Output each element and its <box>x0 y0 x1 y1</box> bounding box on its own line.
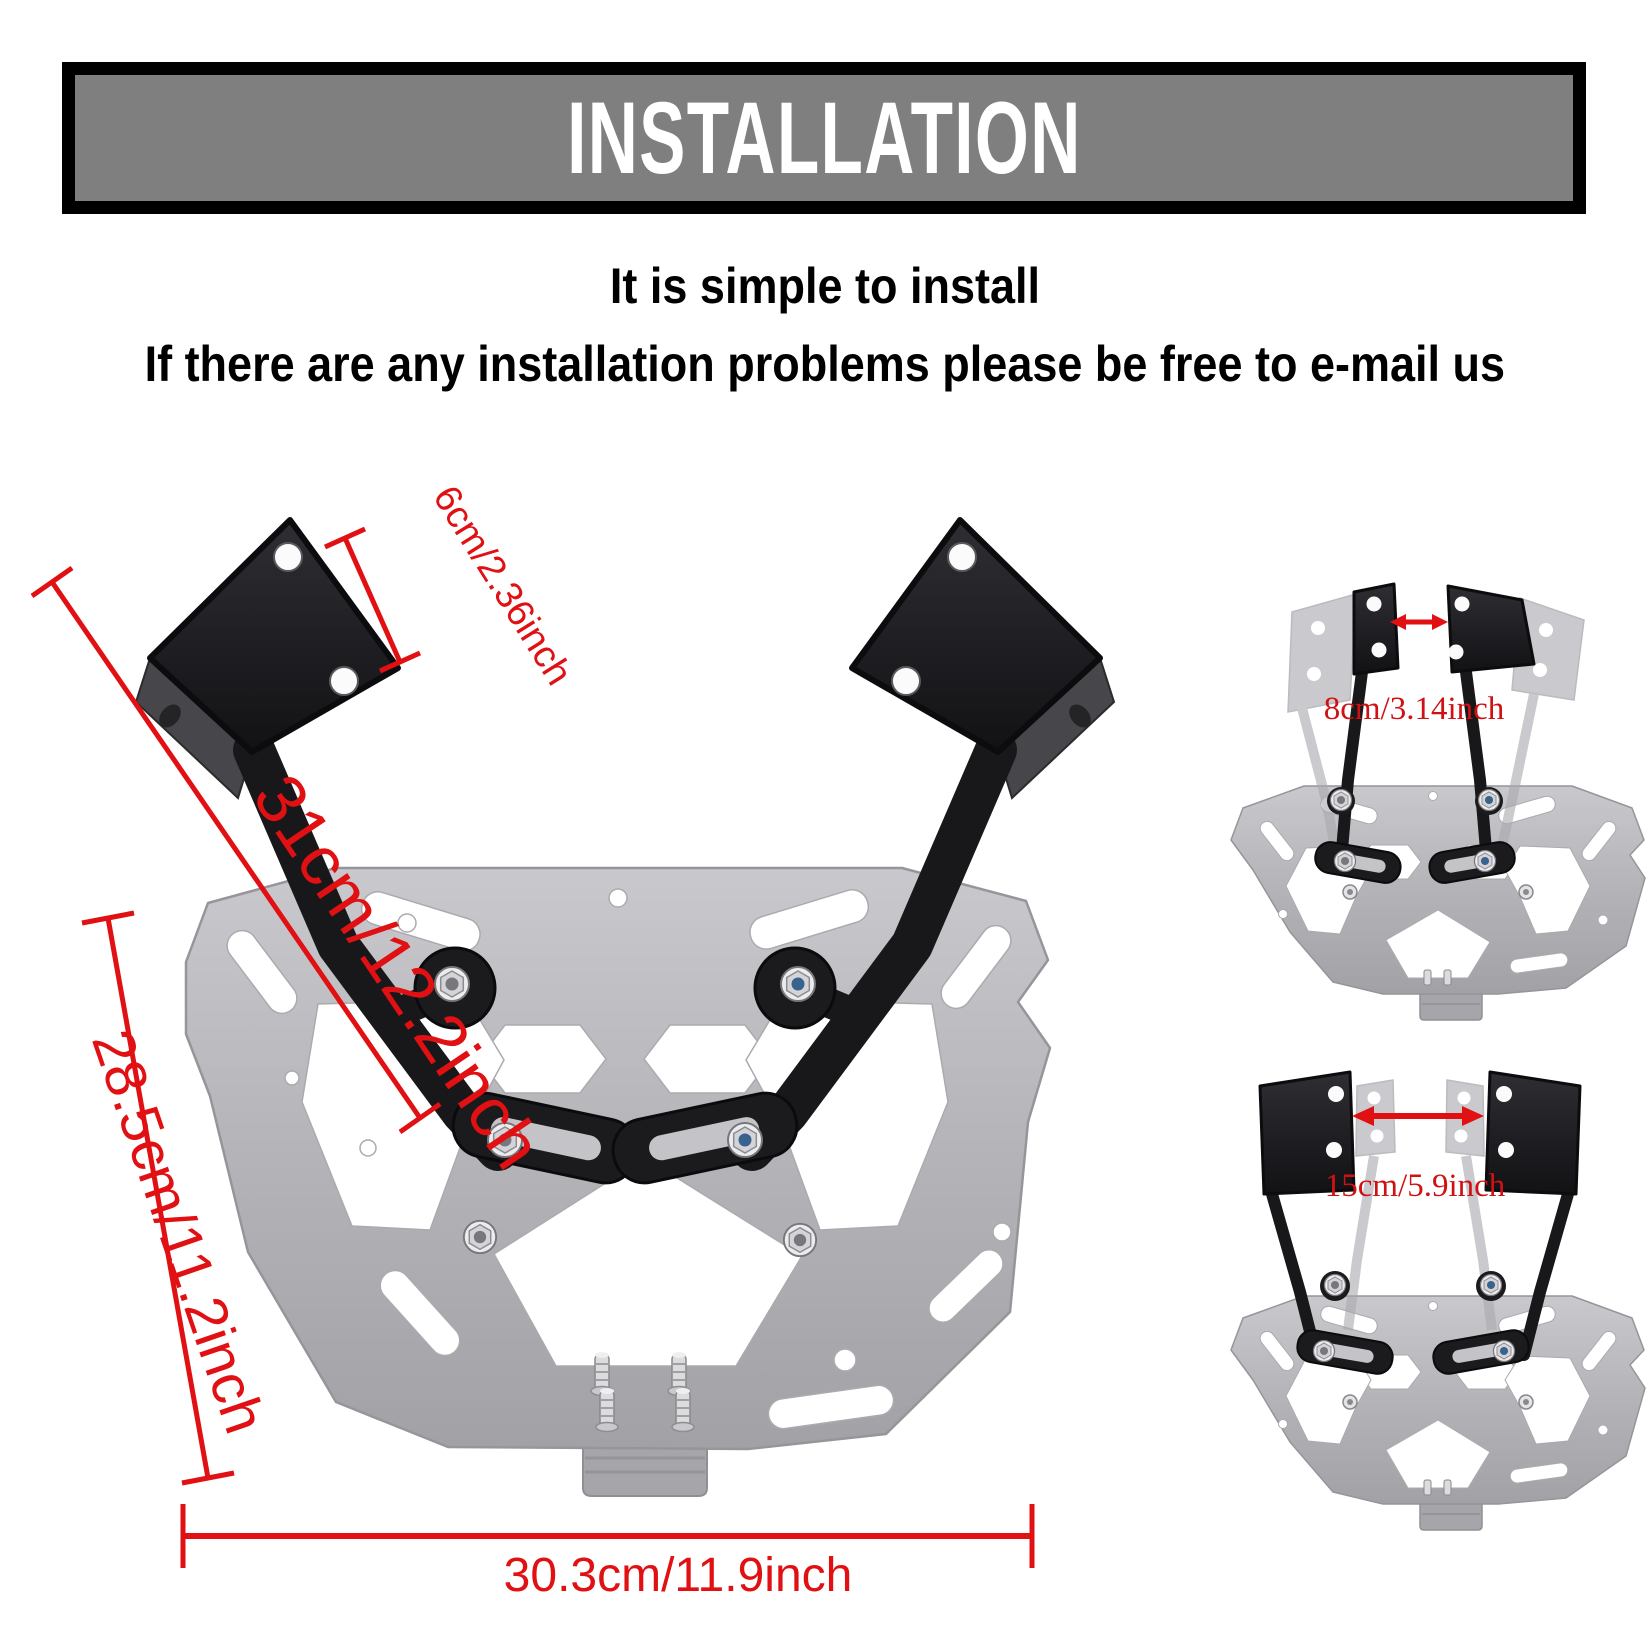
banner: INSTALLATION <box>62 62 1586 214</box>
variant-diagram-wide: 15cm/5.9inch <box>1230 1070 1646 1531</box>
bolt-hole <box>891 666 921 696</box>
left-mounting-bracket <box>134 517 639 1185</box>
hex-bolt <box>727 1122 763 1158</box>
mounting-stud <box>595 1387 619 1433</box>
rack-cutouts <box>226 888 1012 1430</box>
page-title: INSTALLATION <box>566 81 1082 195</box>
left-bracket-plate <box>147 517 401 755</box>
spacing-arrow-wide <box>1352 1106 1484 1126</box>
variant-rack <box>1230 1295 1646 1531</box>
dimension-lines <box>30 526 1035 1568</box>
rack-nut <box>462 1219 498 1255</box>
dimension-line-depth <box>105 917 211 1479</box>
variant-diagram-narrow: 8cm/3.14inch <box>1230 582 1646 1021</box>
rack-nut <box>782 1222 818 1258</box>
black-brackets-wide <box>1258 1070 1582 1375</box>
variant-rack <box>1230 785 1646 1021</box>
banner-inner: INSTALLATION <box>75 75 1573 201</box>
right-mounting-bracket <box>611 517 1116 1185</box>
spacing-arrow-narrow <box>1390 614 1448 630</box>
dimension-label-width: 30.3cm/11.9inch <box>504 1549 853 1602</box>
hex-bolt <box>780 966 816 1002</box>
bolt-hole <box>947 542 977 572</box>
main-diagram: 6cm/2.36inch 31cm/12.2inch 28.5cm/11.2in… <box>30 479 1116 1602</box>
bolt-hole <box>273 542 303 572</box>
black-brackets-narrow <box>1314 582 1536 884</box>
intro-line-1: It is simple to install <box>609 258 1041 314</box>
ghost-brackets-wide-position <box>1287 592 1585 854</box>
bolt-hole <box>329 666 359 696</box>
right-slot-plate <box>611 1091 799 1185</box>
dimension-line-plate <box>342 536 403 664</box>
spacing-label-narrow: 8cm/3.14inch <box>1324 691 1505 727</box>
spacing-label-wide: 15cm/5.9inch <box>1325 1168 1506 1204</box>
dimension-label-plate: 6cm/2.36inch <box>424 479 579 693</box>
intro-line-2: If there are any installation problems p… <box>144 336 1506 392</box>
right-bracket-plate <box>849 517 1103 755</box>
dimension-line-arm <box>49 580 423 1120</box>
mounting-stud <box>671 1387 695 1433</box>
